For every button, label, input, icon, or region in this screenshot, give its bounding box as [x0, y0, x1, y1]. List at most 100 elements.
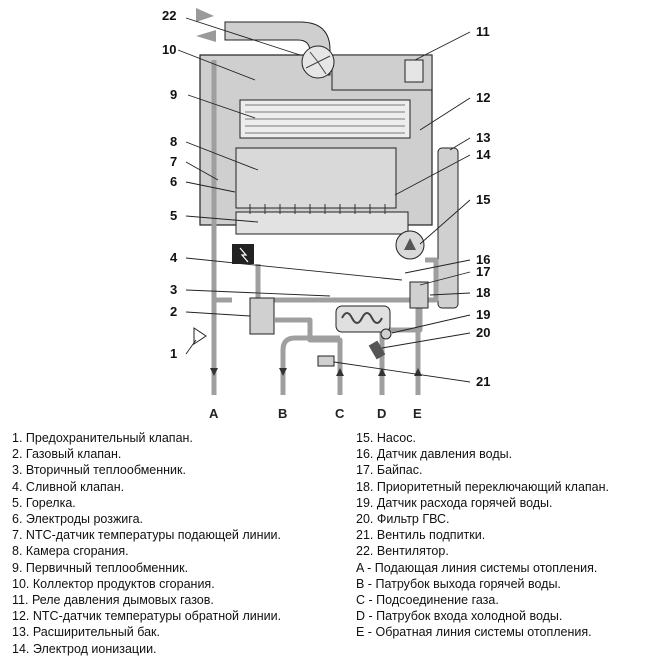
legend-item: 19. Датчик расхода горячей воды. — [356, 495, 609, 511]
legend-item-number: 9. — [12, 560, 23, 575]
callout-18: 18 — [476, 285, 490, 300]
legend-item-number: 21. — [356, 528, 374, 543]
port-label-c: C — [335, 406, 345, 421]
combustion-chamber — [235, 147, 397, 209]
callout-14: 14 — [476, 147, 491, 162]
legend-item: 11. Реле давления дымовых газов. — [12, 592, 281, 608]
legend-item-text: Байпас. — [376, 463, 423, 478]
legend-item-number: B - — [356, 576, 372, 591]
port-label-d: D — [377, 406, 386, 421]
port-a-arrow-icon — [210, 368, 218, 376]
legend-item: 16. Датчик давления воды. — [356, 446, 609, 462]
callout-3: 3 — [170, 282, 177, 297]
hot-water-pipe — [280, 335, 340, 395]
callout-12: 12 — [476, 90, 490, 105]
callout-17: 17 — [476, 264, 490, 279]
legend-item-text: Вентиль подпитки. — [376, 528, 486, 543]
legend-item-number: 2. — [12, 447, 23, 462]
legend-item-number: 1. — [12, 431, 23, 445]
legend-item-text: Электрод ионизации. — [32, 641, 157, 656]
legend-item-number: D - — [356, 609, 373, 624]
legend-item-text: Подающая линия системы отопления. — [374, 560, 598, 575]
legend-item-text: Коллектор продуктов сгорания. — [32, 576, 215, 591]
secondary-heat-exchanger — [335, 305, 391, 333]
legend-item-text: Сливной клапан. — [25, 479, 125, 494]
legend-left-column: 1. Предохранительный клапан.2. Газовый к… — [12, 430, 281, 657]
legend-item-text: NTC-датчик температуры подающей линии. — [25, 528, 282, 543]
legend-item-text: Предохранительный клапан. — [25, 431, 193, 445]
legend-item-number: 6. — [12, 512, 23, 527]
legend-item: E - Обратная линия системы отопления. — [356, 624, 609, 640]
legend-item-text: Патрубок входа холодной воды. — [376, 609, 563, 624]
legend-item-number: 14. — [12, 641, 30, 656]
callout-2: 2 — [170, 304, 177, 319]
legend-item: 3. Вторичный теплообменник. — [12, 462, 281, 478]
legend-item-number: 5. — [12, 495, 23, 510]
gas-valve — [249, 297, 275, 335]
legend-item: 17. Байпас. — [356, 462, 609, 478]
legend-item: 8. Камера сгорания. — [12, 543, 281, 559]
legend-item: 12. NTC-датчик температуры обратной лини… — [12, 608, 281, 624]
burner — [235, 211, 409, 235]
legend-item: 1. Предохранительный клапан. — [12, 430, 281, 446]
legend-item-number: 16. — [356, 447, 374, 462]
legend-item: 14. Электрод ионизации. — [12, 641, 281, 657]
flow-sensor — [380, 328, 392, 340]
legend-item-number: 19. — [356, 495, 374, 510]
legend-item-number: 7. — [12, 528, 23, 543]
ignition-unit — [232, 244, 254, 264]
expansion-tank — [437, 147, 459, 309]
legend-item: 21. Вентиль подпитки. — [356, 527, 609, 543]
legend-item: C - Подсоединение газа. — [356, 592, 609, 608]
legend-item-text: Насос. — [376, 431, 416, 445]
legend-item: 20. Фильтр ГВС. — [356, 511, 609, 527]
legend-item-text: Фильтр ГВС. — [376, 512, 450, 527]
legend-item-number: 15. — [356, 431, 374, 445]
port-b-arrow-icon — [279, 368, 287, 376]
legend-item-text: Приоритетный переключающий клапан. — [376, 479, 610, 494]
callout-22: 22 — [162, 8, 176, 23]
callout-7: 7 — [170, 154, 177, 169]
legend-item-text: Электроды розжига. — [25, 512, 143, 527]
legend-item: 13. Расширительный бак. — [12, 624, 281, 640]
legend-item-text: Камера сгорания. — [25, 544, 129, 559]
legend-item-text: NTC-датчик температуры обратной линии. — [32, 609, 282, 624]
exhaust-arrow-icon — [196, 8, 214, 22]
legend-item-text: Патрубок выхода горячей воды. — [375, 576, 561, 591]
legend-item: 5. Горелка. — [12, 495, 281, 511]
legend-item: D - Патрубок входа холодной воды. — [356, 608, 609, 624]
port-d-arrow-icon — [378, 368, 386, 376]
intake-arrow-icon — [196, 30, 216, 42]
legend-item: 18. Приоритетный переключающий клапан. — [356, 479, 609, 495]
legend-item: B - Патрубок выхода горячей воды. — [356, 576, 609, 592]
legend-item-number: 13. — [12, 625, 30, 640]
boiler-diagram: 1 2 3 4 5 6 7 8 9 10 11 12 13 14 15 16 1… — [162, 8, 491, 421]
legend-item-text: Вентилятор. — [376, 544, 449, 559]
legend-item: 7. NTC-датчик температуры подающей линии… — [12, 527, 281, 543]
legend-item: 4. Сливной клапан. — [12, 479, 281, 495]
legend-item-number: 8. — [12, 544, 23, 559]
legend-item-number: E - — [356, 625, 372, 640]
dhw-filter — [368, 340, 386, 360]
port-label-a: A — [209, 406, 219, 421]
callout-21: 21 — [476, 374, 490, 389]
callout-6: 6 — [170, 174, 177, 189]
callout-8: 8 — [170, 134, 177, 149]
port-label-e: E — [413, 406, 422, 421]
legend-item-text: Реле давления дымовых газов. — [31, 593, 214, 608]
callout-11: 11 — [476, 24, 490, 39]
callout-1: 1 — [170, 346, 177, 361]
legend-item-text: Обратная линия системы отопления. — [375, 625, 592, 640]
legend-item-text: Расширительный бак. — [32, 625, 160, 640]
legend-item-number: 3. — [12, 463, 23, 478]
legend-item-number: A - — [356, 560, 372, 575]
callout-10: 10 — [162, 42, 176, 57]
callout-13: 13 — [476, 130, 490, 145]
pressure-switch — [404, 59, 424, 83]
legend-item: 10. Коллектор продуктов сгорания. — [12, 576, 281, 592]
legend-item-text: Вторичный теплообменник. — [25, 463, 186, 478]
legend-item-text: Первичный теплообменник. — [25, 560, 189, 575]
callout-19: 19 — [476, 307, 490, 322]
legend-right-column: 15. Насос.16. Датчик давления воды.17. Б… — [356, 430, 609, 641]
legend-item-text: Датчик расхода горячей воды. — [376, 495, 553, 510]
